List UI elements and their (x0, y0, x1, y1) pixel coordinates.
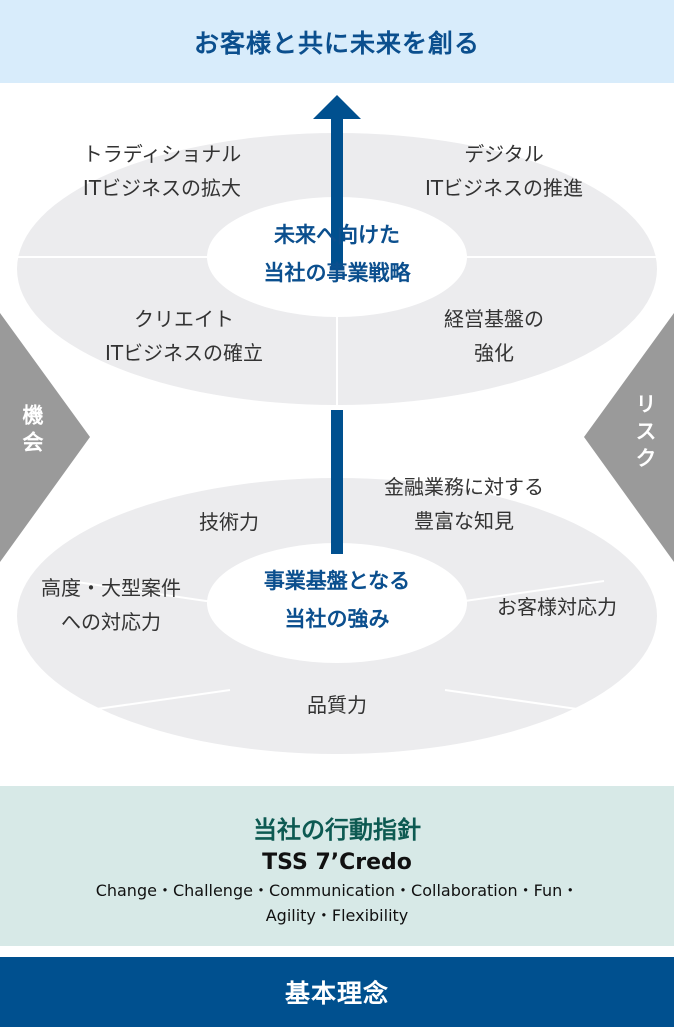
credo-values-line2: Agility・Flexibility (265, 906, 409, 925)
strength-item-finance-knowledge: 金融業務に対する 豊富な知見 (384, 470, 544, 538)
core-line: 当社の強み (284, 607, 390, 631)
item-line: お客様対応力 (497, 595, 617, 619)
strength-item-technology: 技術力 (199, 505, 259, 539)
item-line: ITビジネスの推進 (424, 176, 584, 200)
item-line: 金融業務に対する (384, 475, 544, 499)
strategy-item-management: 経営基盤の 強化 (444, 302, 544, 370)
core-line: 事業基盤となる (263, 569, 411, 593)
philosophy-banner: 基本理念 (0, 957, 674, 1027)
philosophy-title: 基本理念 (284, 979, 389, 1008)
upward-arrow-shaft (331, 116, 343, 270)
item-line: 品質力 (307, 693, 367, 717)
item-line: 高度・大型案件 (41, 576, 181, 600)
risk-chevron (584, 313, 674, 562)
strengths-divider (444, 689, 585, 711)
strength-item-customer-support: お客様対応力 (497, 590, 617, 624)
strength-item-quality: 品質力 (307, 688, 367, 722)
credo-title: 当社の行動指針 (253, 816, 421, 844)
opportunity-label: 機会 (20, 404, 44, 458)
item-line: 豊富な知見 (414, 509, 514, 533)
vision-banner: お客様と共に未来を創る (0, 0, 674, 83)
item-line: 強化 (474, 341, 514, 365)
item-line: ITビジネスの拡大 (82, 176, 242, 200)
strengths-core-label: 事業基盤となる 当社の強み (264, 562, 410, 638)
item-line: クリエイト (134, 307, 234, 331)
strategy-item-traditional: トラディショナル ITビジネスの拡大 (83, 137, 242, 205)
credo-values-line1: Change・Challenge・Communication・Collabora… (95, 881, 579, 900)
strategy-diagram (0, 95, 674, 754)
item-line: ITビジネスの確立 (104, 341, 264, 365)
credo-name: TSS 7’Credo (262, 850, 412, 875)
risk-label: リスク (633, 393, 657, 474)
credo-section: 当社の行動指針 TSS 7’Credo Change・Challenge・Com… (0, 786, 674, 946)
vision-title: お客様と共に未来を創る (193, 28, 480, 58)
strengths-core-ellipse (207, 543, 467, 663)
strength-item-large-projects: 高度・大型案件 への対応力 (41, 571, 181, 639)
core-line: 未来へ向けた (274, 223, 400, 247)
item-line: トラディショナル (82, 142, 242, 166)
opportunity-chevron (0, 313, 90, 562)
item-line: への対応力 (61, 610, 161, 634)
item-line: デジタル (464, 142, 544, 166)
strategy-item-digital: デジタル ITビジネスの推進 (425, 137, 583, 205)
upward-arrow-head (313, 95, 361, 119)
core-line: 当社の事業戦略 (263, 261, 411, 285)
item-line: 技術力 (199, 510, 259, 534)
strategy-item-create: クリエイト ITビジネスの確立 (105, 302, 263, 370)
item-line: 経営基盤の (444, 307, 544, 331)
strategy-core-label: 未来へ向けた 当社の事業戦略 (264, 216, 411, 292)
connector-bar (331, 410, 343, 554)
strengths-divider (89, 689, 231, 711)
